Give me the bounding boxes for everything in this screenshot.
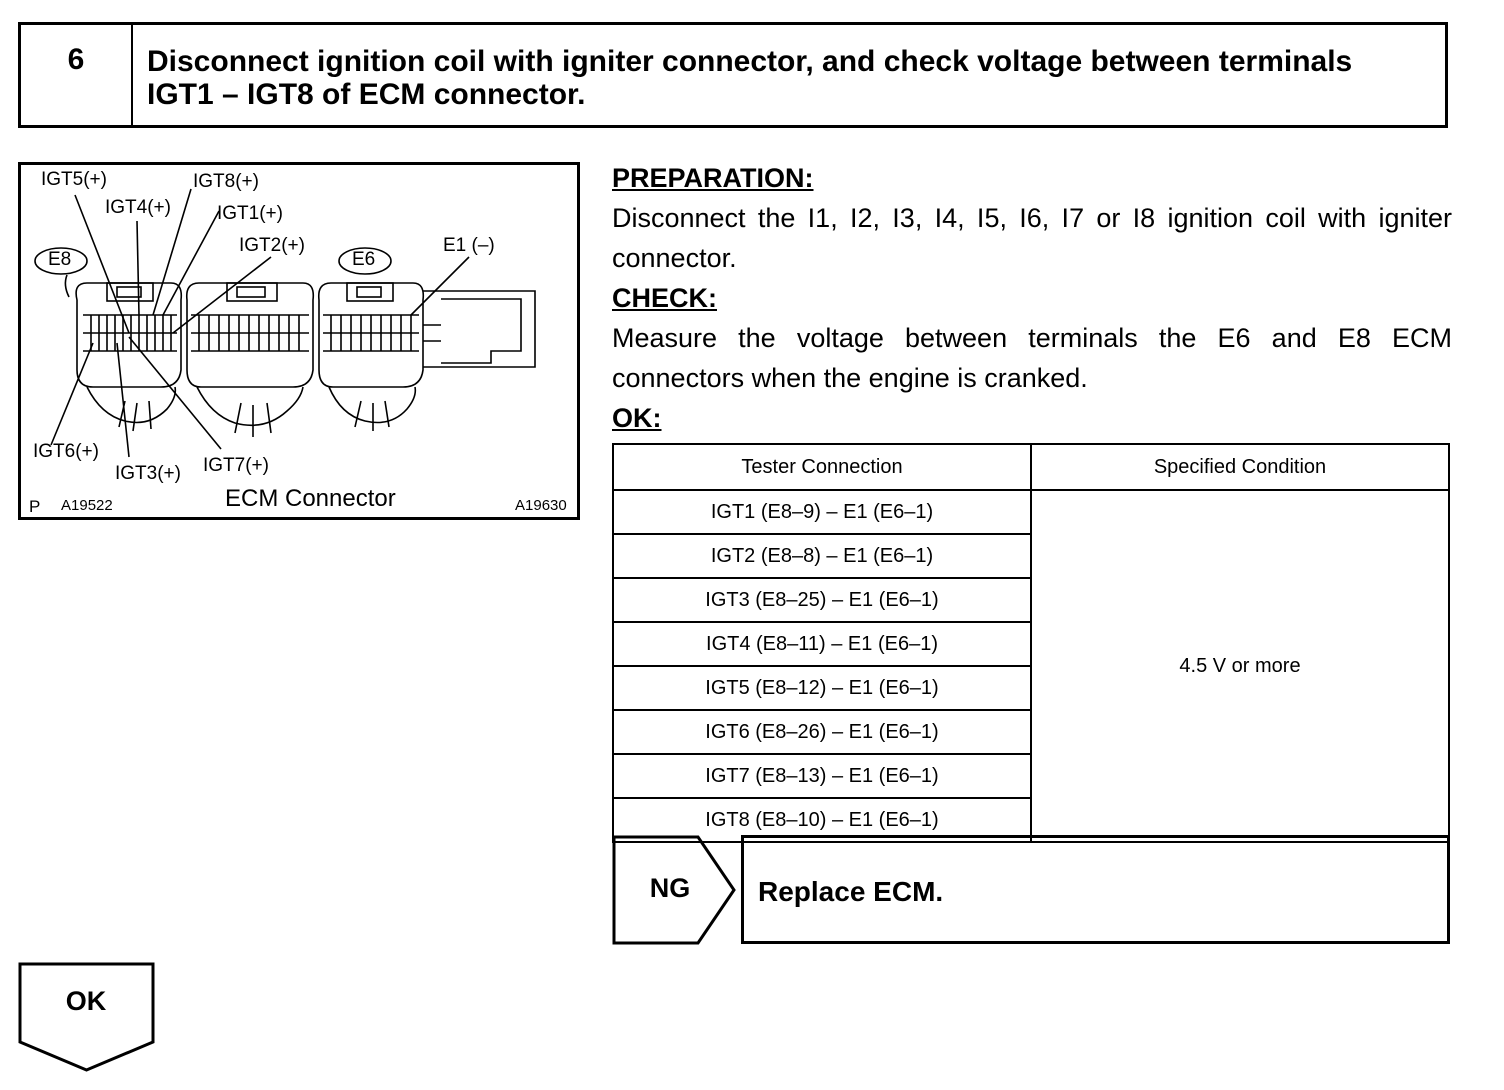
- label-igt2: IGT2(+): [239, 235, 305, 256]
- step-title: Disconnect ignition coil with igniter co…: [147, 45, 1353, 111]
- preparation-text: Disconnect the I1, I2, I3, I4, I5, I6, I…: [612, 203, 1452, 273]
- col-header-condition: Specified Condition: [1030, 443, 1450, 491]
- spec-table: Tester Connection Specified Condition IG…: [612, 443, 1450, 843]
- tester-connection: IGT6 (E8–26) – E1 (E6–1): [612, 709, 1032, 755]
- table-row: IGT7 (E8–13) – E1 (E6–1): [612, 753, 1449, 799]
- label-e6: E6: [352, 249, 376, 270]
- ecm-connector-figure: IGT5(+) IGT8(+) IGT4(+) IGT1(+) IGT2(+) …: [18, 162, 580, 520]
- tester-connection: IGT5 (E8–12) – E1 (E6–1): [612, 665, 1032, 711]
- ref-right: A19630: [515, 497, 567, 514]
- label-e8: E8: [48, 249, 72, 270]
- tester-connection: IGT4 (E8–11) – E1 (E6–1): [612, 621, 1032, 667]
- table-row: IGT2 (E8–8) – E1 (E6–1): [612, 533, 1449, 579]
- ref-left: A19522: [61, 497, 113, 514]
- check-text: Measure the voltage between terminals th…: [612, 323, 1452, 393]
- instructions: PREPARATION: Disconnect the I1, I2, I3, …: [612, 158, 1452, 438]
- label-igt7: IGT7(+): [203, 455, 269, 476]
- table-row: IGT1 (E8–9) – E1 (E6–1) 4.5 V or more: [612, 489, 1450, 843]
- label-e1: E1 (–): [443, 235, 495, 256]
- step-header: 6 Disconnect ignition coil with igniter …: [18, 22, 1448, 128]
- figure-caption: ECM Connector: [225, 485, 396, 512]
- preparation-heading: PREPARATION:: [612, 163, 814, 193]
- label-igt3: IGT3(+): [115, 463, 181, 484]
- table-header-row: Tester Connection Specified Condition: [612, 443, 1450, 491]
- tester-connection: IGT1 (E8–9) – E1 (E6–1): [612, 489, 1032, 535]
- ok-label: OK: [65, 986, 107, 1016]
- ng-arrow-shape: [612, 835, 736, 945]
- specified-condition: 4.5 V or more: [1030, 489, 1450, 843]
- label-igt6: IGT6(+): [33, 441, 99, 462]
- ng-label: NG: [649, 873, 691, 903]
- table-row: IGT4 (E8–11) – E1 (E6–1): [612, 621, 1449, 667]
- label-igt5: IGT5(+): [41, 169, 107, 190]
- check-heading: CHECK:: [612, 283, 717, 313]
- ng-action-box: Replace ECM.: [741, 835, 1450, 944]
- label-igt4: IGT4(+): [105, 197, 171, 218]
- tester-connection: IGT7 (E8–13) – E1 (E6–1): [612, 753, 1032, 799]
- label-igt8: IGT8(+): [193, 171, 259, 192]
- corner-p: P: [29, 497, 41, 516]
- ok-arrow-shape: [18, 962, 155, 1072]
- ng-action-text: Replace ECM.: [758, 876, 944, 907]
- table-row: IGT5 (E8–12) – E1 (E6–1): [612, 665, 1449, 711]
- ecm-connector-drawing: [34, 188, 536, 458]
- tester-connection: IGT2 (E8–8) – E1 (E6–1): [612, 533, 1032, 579]
- col-header-tester: Tester Connection: [612, 443, 1032, 491]
- ok-heading: OK:: [612, 403, 662, 433]
- table-row: IGT3 (E8–25) – E1 (E6–1): [612, 577, 1449, 623]
- label-igt1: IGT1(+): [217, 203, 283, 224]
- tester-connection: IGT3 (E8–25) – E1 (E6–1): [612, 577, 1032, 623]
- step-number: 6: [21, 25, 133, 125]
- table-row: IGT6 (E8–26) – E1 (E6–1): [612, 709, 1449, 755]
